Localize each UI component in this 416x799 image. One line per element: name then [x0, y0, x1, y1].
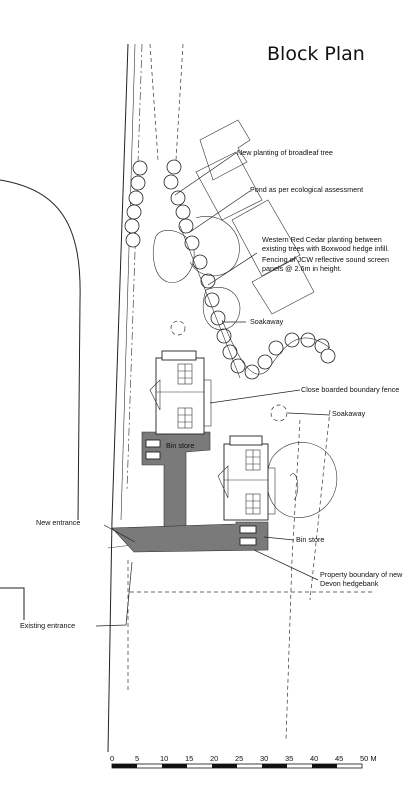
- scale-tick-label: 5: [135, 754, 139, 763]
- new-entrance-label: New entrance: [36, 518, 80, 527]
- existing-entrance-label: Existing entrance: [20, 621, 75, 630]
- soakaway-east: [270, 404, 288, 422]
- scale-tick-label: 0: [110, 754, 114, 763]
- annotations: New planting of broadleaf tree Pond as p…: [20, 148, 403, 630]
- bin-store-label-north: Bin store: [166, 441, 194, 450]
- fencing-label-line1: Fencing of JCW reflective sound screen: [262, 255, 389, 264]
- cedar-label-line1: Western Red Cedar planting between: [262, 235, 382, 244]
- scale-tick-label: 15: [185, 754, 193, 763]
- scale-tick-label: 45: [335, 754, 343, 763]
- house-north: [149, 350, 212, 435]
- tree-planting: [124, 159, 338, 518]
- scale-tick-label: 25: [235, 754, 243, 763]
- soakaway-label-north: Soakaway: [250, 317, 284, 326]
- scale-tick-label: 20: [210, 754, 218, 763]
- fencing-label-line2: panels @ 2.6m in height.: [262, 264, 342, 273]
- site-boundary-lines: [130, 43, 372, 741]
- scale-tick-label: 30: [260, 754, 268, 763]
- soakaway-north: [170, 320, 186, 336]
- property-boundary-label-line2: Devon hedgebank: [320, 579, 379, 588]
- close-boarded-fence-label: Close boarded boundary fence: [301, 385, 399, 394]
- scale-tick-label: 50 M: [360, 754, 377, 763]
- leader-lines: [95, 152, 331, 627]
- plan-title: Block Plan: [267, 43, 365, 65]
- driveways: [111, 431, 269, 553]
- scale-tick-label: 40: [310, 754, 318, 763]
- scale-bar: 0 5 10 15 20 25 30 35 40 45 50 M: [110, 754, 377, 769]
- pond-label: Pond as per ecological assessment: [250, 185, 363, 194]
- soakaway-label-east: Soakaway: [332, 409, 366, 418]
- bin-store-label-south: Bin store: [296, 535, 324, 544]
- road: [0, 43, 143, 753]
- scale-tick-label: 10: [160, 754, 168, 763]
- house-south: [217, 435, 276, 521]
- property-boundary-label-line1: Property boundary of new: [320, 570, 403, 579]
- adjacent-buildings: [195, 119, 315, 315]
- cedar-label-line2: existing trees with Boxwood hedge infill…: [262, 244, 389, 253]
- scale-tick-label: 35: [285, 754, 293, 763]
- broadleaf-label: New planting of broadleaf tree: [237, 148, 333, 157]
- pond: [153, 230, 195, 283]
